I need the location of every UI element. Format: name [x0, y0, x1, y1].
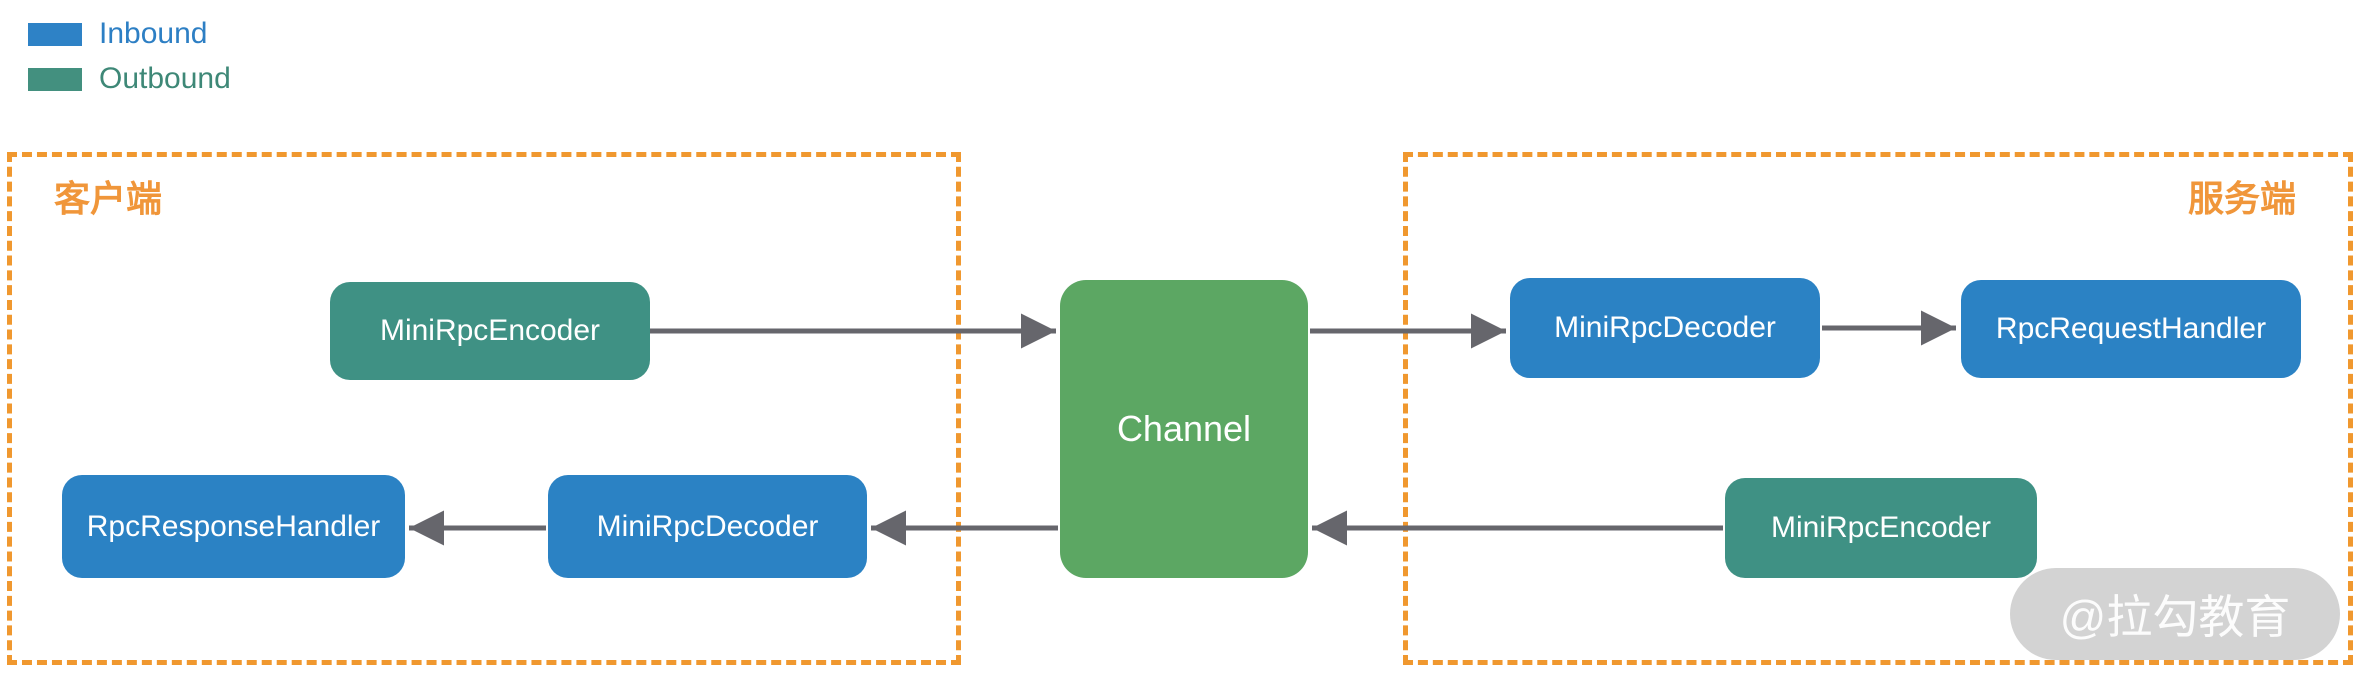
node-client-minirpcdecoder: MiniRpcDecoder: [548, 475, 867, 578]
client-region-label: 客户端: [54, 178, 163, 219]
outbound-color-swatch: [28, 67, 82, 91]
legend-item-outbound: Outbound: [28, 62, 231, 95]
node-label: MiniRpcEncoder: [379, 314, 601, 347]
watermark-badge: @拉勾教育: [2010, 568, 2340, 660]
node-client-minirpcencoder: MiniRpcEncoder: [330, 282, 650, 380]
node-rpcrequesthandler: RpcRequestHandler: [1961, 280, 2301, 378]
node-label: Channel: [1116, 408, 1252, 449]
legend-item-inbound: Inbound: [28, 17, 231, 50]
node-server-minirpcencoder: MiniRpcEncoder: [1725, 478, 2037, 578]
server-region-box: 服务端: [1403, 152, 2353, 665]
inbound-color-swatch: [28, 22, 82, 46]
legend-label-inbound: Inbound: [99, 17, 208, 50]
legend-label-outbound: Outbound: [99, 62, 231, 95]
node-label: MiniRpcDecoder: [1554, 311, 1776, 344]
node-rpcresponsehandler: RpcResponseHandler: [62, 475, 405, 578]
node-label: RpcResponseHandler: [86, 509, 381, 543]
legend: Inbound Outbound: [28, 17, 231, 112]
node-label: MiniRpcEncoder: [1770, 511, 1992, 544]
node-label: MiniRpcDecoder: [596, 509, 819, 543]
node-server-minirpcdecoder: MiniRpcDecoder: [1510, 278, 1820, 378]
node-label: RpcRequestHandler: [1995, 312, 2267, 345]
server-region-label: 服务端: [2187, 178, 2296, 219]
node-channel: Channel: [1060, 280, 1308, 578]
watermark-text: @拉勾教育: [2059, 591, 2291, 643]
client-region-box: 客户端: [7, 152, 961, 665]
